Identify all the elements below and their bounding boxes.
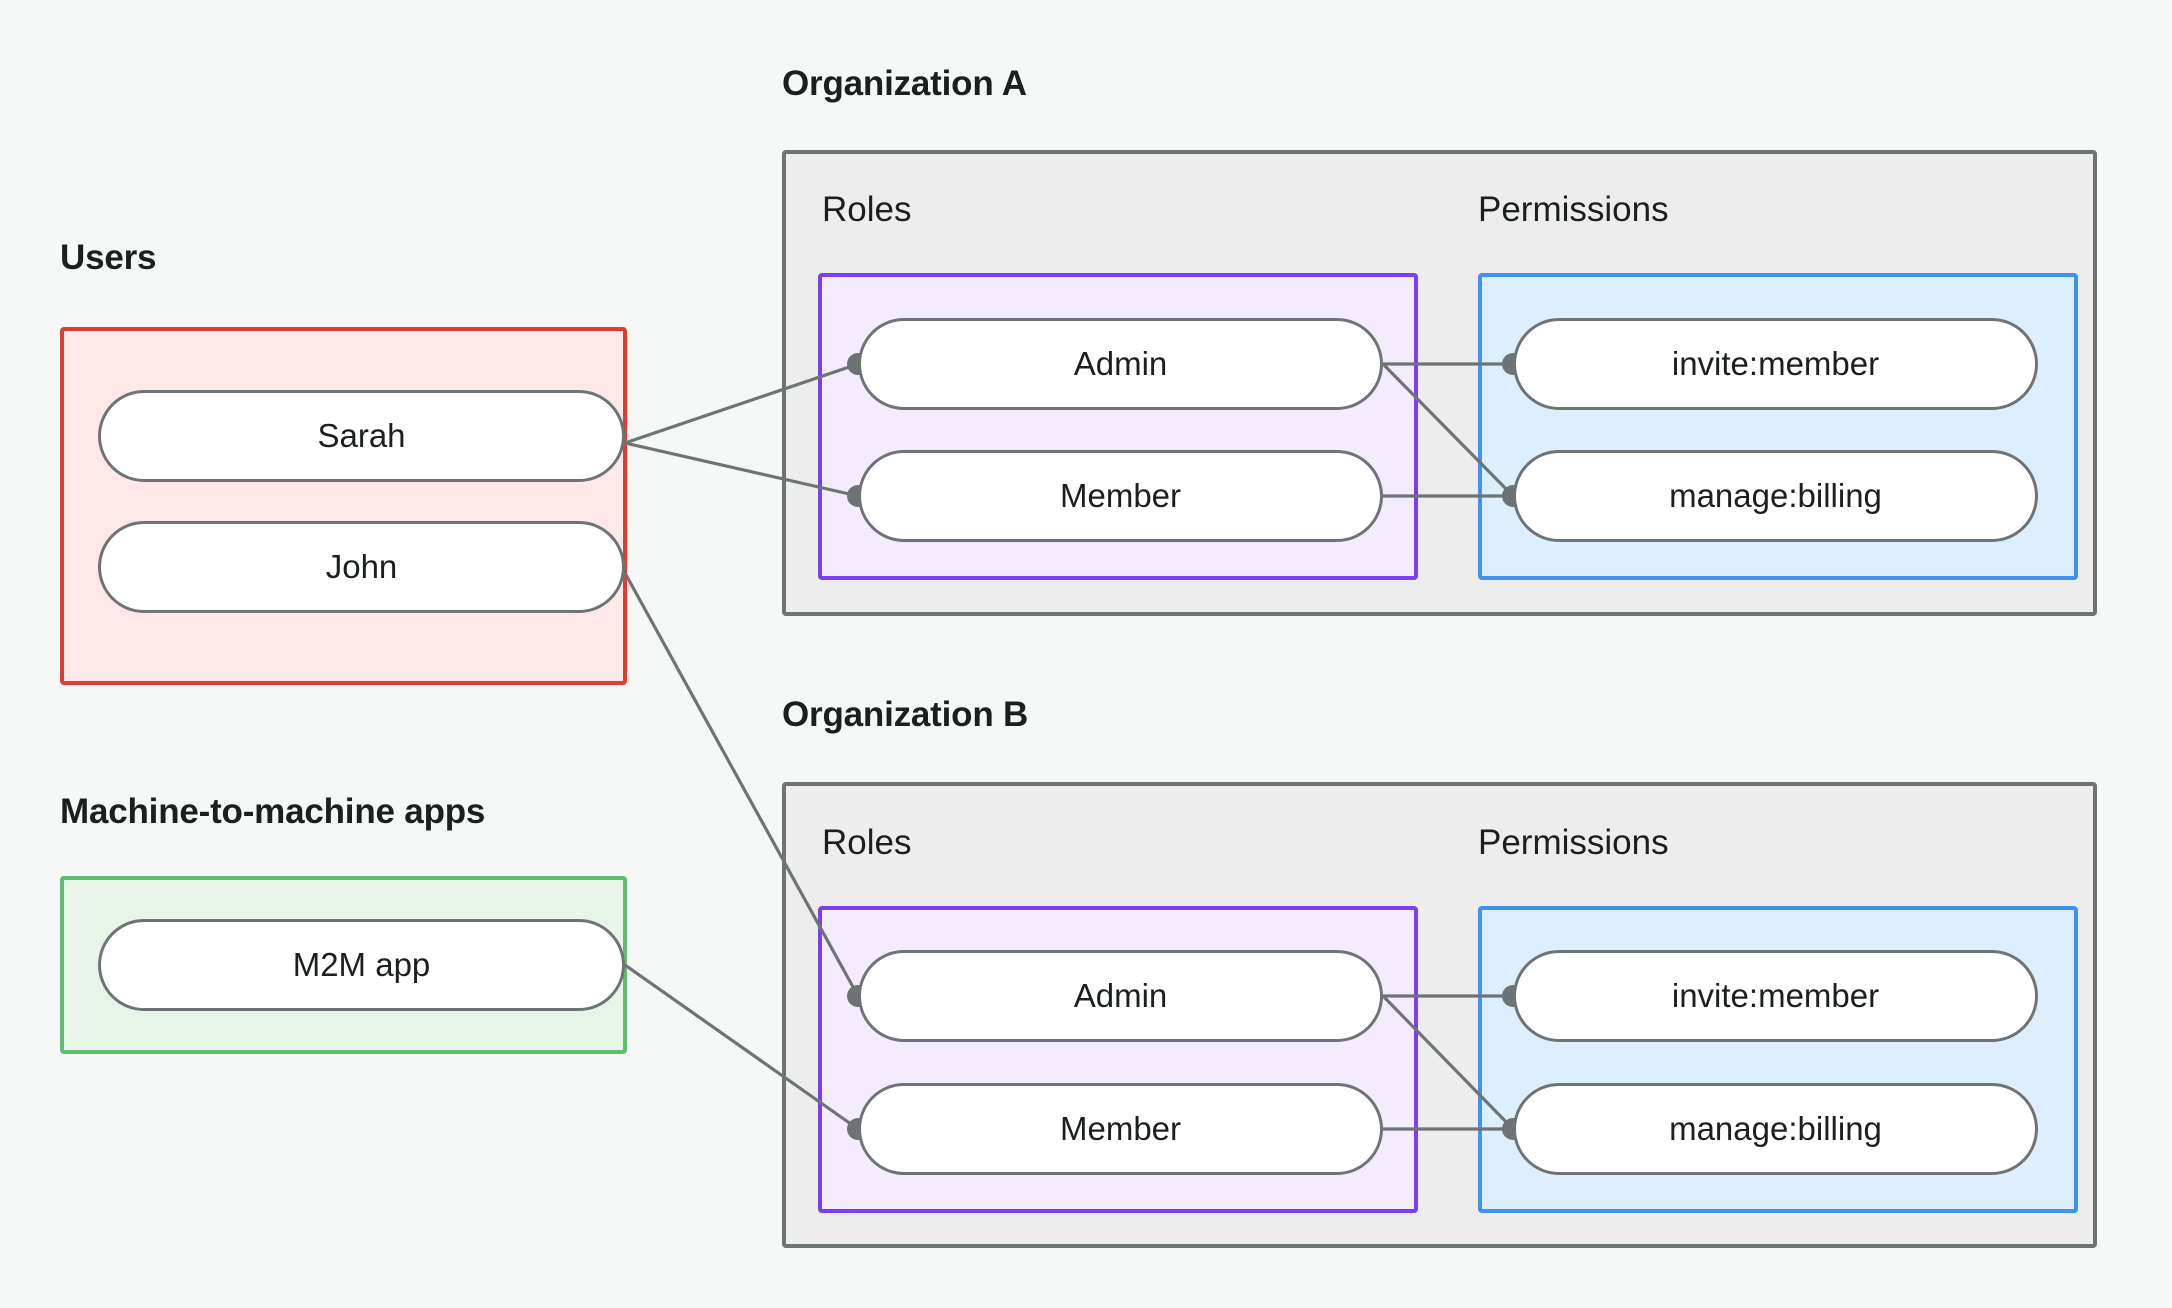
node-orgB-role-member[interactable]: Member [858, 1083, 1383, 1175]
organization-b-caption: Organization B [782, 695, 1029, 734]
node-user-sarah[interactable]: Sarah [98, 390, 625, 482]
node-orgB-permission-invite-member[interactable]: invite:member [1513, 950, 2038, 1042]
node-m2m-app[interactable]: M2M app [98, 919, 625, 1011]
organization-a-permissions-caption: Permissions [1478, 190, 1669, 229]
m2m-section-caption: Machine-to-machine apps [60, 792, 486, 831]
organization-a-caption: Organization A [782, 64, 1027, 103]
node-orgB-permission-manage-billing[interactable]: manage:billing [1513, 1083, 2038, 1175]
organization-b-roles-caption: Roles [822, 823, 912, 862]
users-section-caption: Users [60, 238, 157, 277]
node-orgA-permission-manage-billing[interactable]: manage:billing [1513, 450, 2038, 542]
node-user-john[interactable]: John [98, 521, 625, 613]
node-orgA-role-admin[interactable]: Admin [858, 318, 1383, 410]
organization-a-roles-caption: Roles [822, 190, 912, 229]
node-orgA-role-member[interactable]: Member [858, 450, 1383, 542]
node-orgA-permission-invite-member[interactable]: invite:member [1513, 318, 2038, 410]
organization-b-permissions-caption: Permissions [1478, 823, 1669, 862]
node-orgB-role-admin[interactable]: Admin [858, 950, 1383, 1042]
users-group-box [60, 327, 627, 685]
